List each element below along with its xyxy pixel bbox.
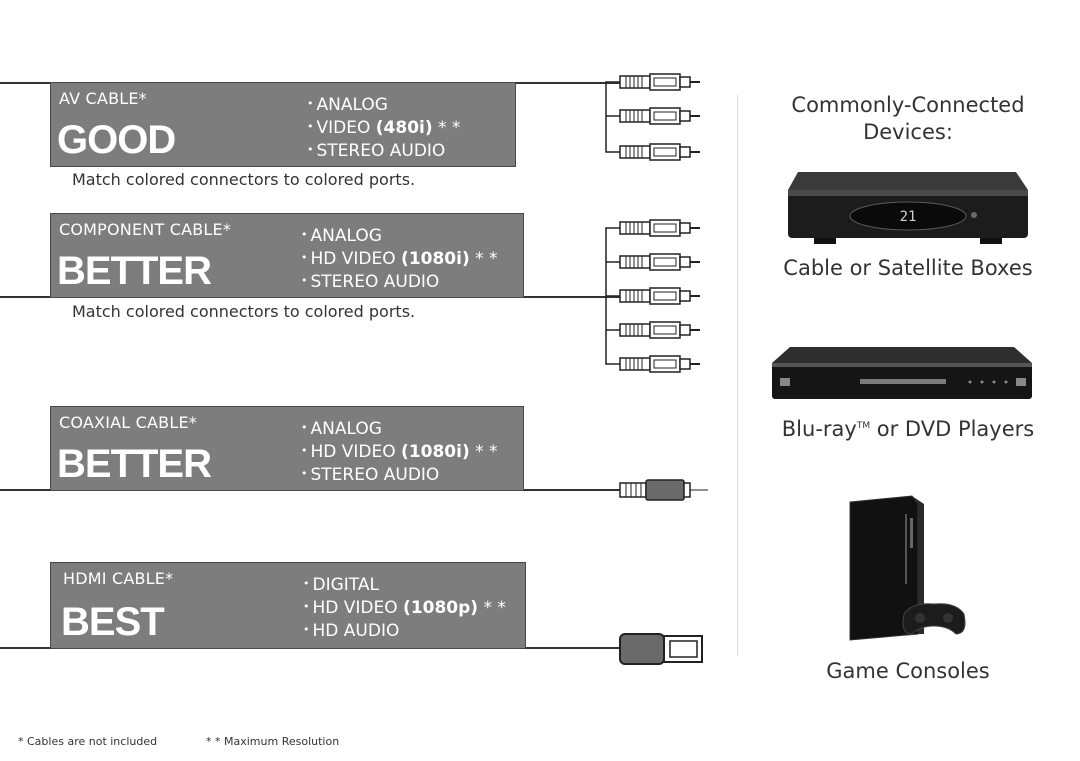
section-divider bbox=[737, 95, 738, 655]
av-cable-panel: AV CABLE* GOOD ANALOG VIDEO (480i) * * S… bbox=[50, 82, 516, 167]
connector-note: Match colored connectors to colored port… bbox=[72, 302, 416, 321]
devices-heading-line: Commonly-Connected bbox=[791, 93, 1025, 117]
cable-type-label: AV CABLE* bbox=[59, 89, 147, 108]
bluray-player-image bbox=[772, 347, 1032, 399]
cable-type-label: COAXIAL CABLE* bbox=[59, 413, 197, 432]
hdmi-cable-panel: HDMI CABLE* BEST DIGITAL HD VIDEO (1080p… bbox=[50, 562, 526, 649]
feature-item: HD VIDEO (1080i) * * bbox=[301, 440, 498, 463]
feature-item: ANALOG bbox=[301, 417, 498, 440]
component-cable-panel: COMPONENT CABLE* BETTER ANALOG HD VIDEO … bbox=[50, 213, 524, 298]
feature-item: VIDEO (480i) * * bbox=[307, 116, 461, 139]
cable-rating: GOOD bbox=[57, 118, 176, 162]
component-connectors-icon bbox=[605, 219, 701, 373]
feature-item: STEREO AUDIO bbox=[307, 139, 460, 162]
cable-rating: BETTER bbox=[57, 442, 212, 486]
coaxial-cable-panel: COAXIAL CABLE* BETTER ANALOG HD VIDEO (1… bbox=[50, 406, 524, 491]
coaxial-connector-icon bbox=[619, 479, 708, 501]
device-label: Cable or Satellite Boxes bbox=[783, 256, 1033, 280]
hdmi-connector-icon bbox=[619, 633, 703, 665]
av-connectors-icon bbox=[605, 73, 701, 161]
feature-item: ANALOG bbox=[301, 224, 498, 247]
devices-heading-line: Devices: bbox=[863, 120, 953, 144]
feature-list: ANALOG VIDEO (480i) * * STEREO AUDIO bbox=[307, 93, 461, 162]
cable-type-label: HDMI CABLE* bbox=[63, 569, 174, 588]
cable-rating: BEST bbox=[61, 600, 165, 644]
cable-type-label: COMPONENT CABLE* bbox=[59, 220, 232, 239]
footnote-max-resolution: * * Maximum Resolution bbox=[206, 735, 340, 748]
feature-item: DIGITAL bbox=[303, 573, 506, 596]
device-label: Game Consoles bbox=[826, 659, 990, 683]
cable-rating: BETTER bbox=[57, 249, 212, 293]
game-console-image bbox=[849, 495, 966, 641]
feature-item: HD VIDEO (1080p) * * bbox=[303, 596, 506, 619]
connector-note: Match colored connectors to colored port… bbox=[72, 170, 416, 189]
feature-item: HD VIDEO (1080i) * * bbox=[301, 247, 498, 270]
cable-box-display: 21 bbox=[900, 209, 917, 225]
feature-list: ANALOG HD VIDEO (1080i) * * STEREO AUDIO bbox=[301, 417, 498, 486]
feature-item: STEREO AUDIO bbox=[301, 463, 498, 486]
footnote-cables-not-included: * Cables are not included bbox=[18, 735, 158, 748]
feature-item: HD AUDIO bbox=[303, 619, 506, 642]
device-label: Blu-rayTM or DVD Players bbox=[781, 417, 1035, 441]
cable-box-image: 21 bbox=[788, 172, 1028, 244]
feature-item: STEREO AUDIO bbox=[301, 270, 498, 293]
feature-list: ANALOG HD VIDEO (1080i) * * STEREO AUDIO bbox=[301, 224, 498, 293]
feature-list: DIGITAL HD VIDEO (1080p) * * HD AUDIO bbox=[303, 573, 506, 642]
devices-heading: Commonly-Connected Devices: bbox=[760, 92, 1056, 146]
feature-item: ANALOG bbox=[307, 93, 460, 116]
